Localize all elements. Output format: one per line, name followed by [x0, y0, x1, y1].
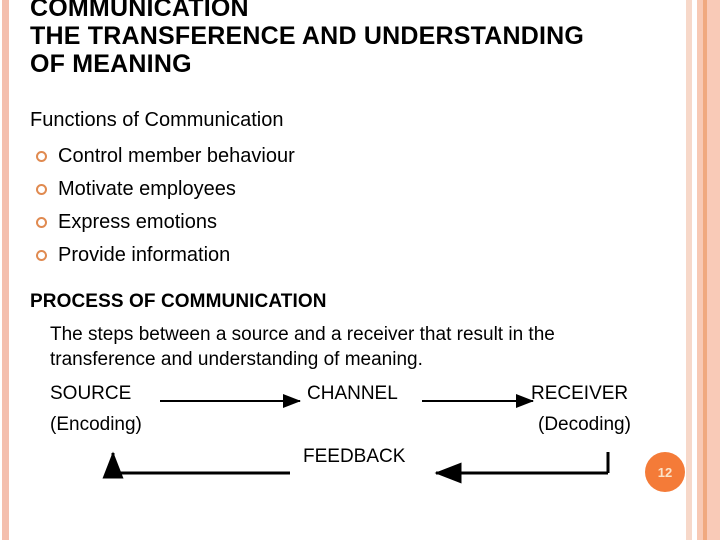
list-item-label: Express emotions: [58, 211, 217, 233]
list-item: Express emotions: [30, 206, 650, 239]
left-accent-stripe: [2, 0, 9, 540]
diagram-label-channel: CHANNEL: [307, 383, 398, 404]
diagram-label-encoding: (Encoding): [50, 414, 142, 435]
list-item-label: Control member behaviour: [58, 145, 295, 167]
list-item: Control member behaviour: [30, 140, 650, 173]
list-item: Motivate employees: [30, 173, 650, 206]
title-line-3: OF MEANING: [30, 50, 192, 78]
right-accent-stripe-outer: [686, 0, 692, 540]
diagram-label-source: SOURCE: [50, 383, 132, 404]
right-accent-stripe-dark: [703, 0, 707, 540]
slide-title: COMMUNICATION THE TRANSFERENCE AND UNDER…: [30, 0, 670, 78]
right-accent-stripe-inner: [707, 0, 720, 540]
circle-bullet-icon: [36, 217, 47, 228]
circle-bullet-icon: [36, 184, 47, 195]
page-number-badge: 12: [645, 452, 685, 492]
title-line-2: THE TRANSFERENCE AND UNDERSTANDING: [30, 22, 585, 50]
functions-bullet-list: Control member behaviour Motivate employ…: [30, 140, 650, 272]
diagram-label-feedback: FEEDBACK: [303, 446, 406, 467]
circle-bullet-icon: [36, 250, 47, 261]
right-accent-stripe-mid: [697, 0, 703, 540]
list-item: Provide information: [30, 239, 650, 272]
list-item-label: Motivate employees: [58, 178, 236, 200]
process-description: The steps between a source and a receive…: [50, 324, 555, 370]
diagram-label-decoding: (Decoding): [538, 414, 631, 435]
title-line-1: COMMUNICATION: [30, 0, 249, 22]
diagram-label-receiver: RECEIVER: [531, 383, 629, 404]
functions-heading: Functions of Communication: [30, 109, 284, 131]
list-item-label: Provide information: [58, 244, 231, 266]
circle-bullet-icon: [36, 151, 47, 162]
process-heading: PROCESS OF COMMUNICATION: [30, 291, 327, 312]
